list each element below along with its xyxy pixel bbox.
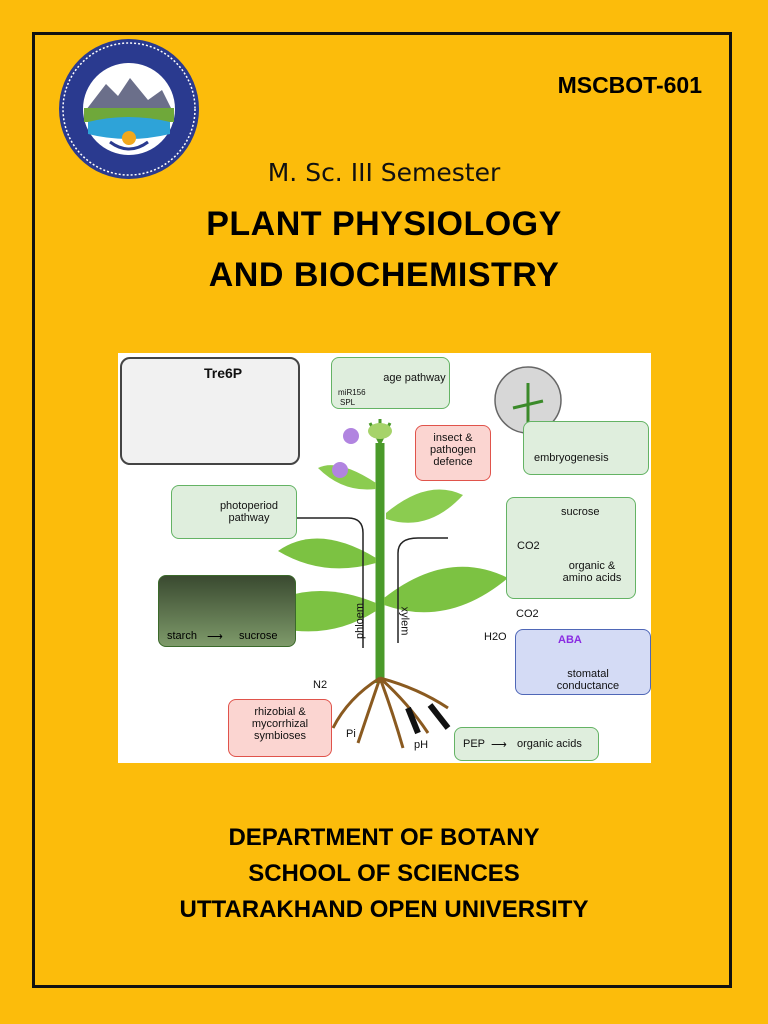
stomatal-label: stomatal conductance	[556, 668, 620, 692]
sucrose-organic-box: sucrose CO2 organic & amino acids	[506, 497, 636, 599]
photoperiod-box: photoperiod pathway	[171, 485, 297, 539]
age-pathway-box: age pathway miR156 SPL	[331, 357, 450, 409]
insect-defence-box: insect & pathogen defence	[415, 425, 491, 481]
phloem-label: phloem	[354, 602, 367, 640]
starch-sucrose-box: starch ⟶ sucrose	[158, 575, 296, 647]
department-name: DEPARTMENT OF BOTANY	[228, 824, 540, 851]
arrow-icon: ⟶	[207, 631, 223, 643]
symbioses-box: rhizobial & mycorrhizal symbioses	[228, 699, 332, 757]
school-name: SCHOOL OF SCIENCES	[248, 860, 520, 887]
insect-defence-label: insect & pathogen defence	[430, 432, 476, 468]
aba-stomatal-box: ABA stomatal conductance	[515, 629, 651, 695]
course-code: MSCBOT-601	[557, 72, 702, 98]
embryogenesis-box: embryogenesis	[523, 421, 649, 475]
sucrose-label: sucrose	[561, 506, 600, 518]
starch-label: starch	[167, 630, 197, 642]
ph-label: pH	[414, 739, 429, 751]
h2o-label: H2O	[484, 631, 507, 643]
plant-physiology-illustration: Tre6P age pathway miR156 SPL insect & pa…	[118, 353, 651, 763]
mir156-label: miR156	[338, 388, 366, 397]
pep-organic-label: organic acids	[517, 738, 582, 750]
aba-label: ABA	[558, 634, 582, 646]
symbioses-label: rhizobial & mycorrhizal symbioses	[251, 706, 309, 742]
spl-label: SPL	[340, 398, 356, 407]
tre6p-label: Tre6P	[204, 365, 243, 381]
university-seal-logo	[59, 39, 199, 179]
university-name: UTTARAKHAND OPEN UNIVERSITY	[179, 896, 589, 923]
xylem-label: xylem	[398, 606, 411, 636]
pep-box: PEP ⟶ organic acids	[454, 727, 599, 761]
semester-label: M. Sc. III Semester	[267, 158, 501, 187]
starch-sucrose-label: sucrose	[239, 630, 278, 642]
n2-label: N2	[313, 679, 328, 691]
tre6p-structure-box: Tre6P	[120, 357, 300, 465]
age-pathway-label: age pathway	[383, 372, 446, 384]
co2-exchange-label: CO2	[516, 608, 539, 620]
co2-label: CO2	[517, 540, 540, 552]
pep-label: PEP	[463, 738, 486, 750]
organic-acids-label: organic & amino acids	[562, 560, 622, 584]
arrow-icon: ⟶	[491, 739, 507, 751]
title-line-1: PLANT PHYSIOLOGY	[206, 205, 562, 243]
pi-label: Pi	[346, 728, 356, 740]
title-line-2: AND BIOCHEMISTRY	[208, 256, 560, 294]
page-border	[32, 32, 732, 988]
photoperiod-label: photoperiod pathway	[219, 500, 279, 524]
embryogenesis-label: embryogenesis	[534, 452, 609, 464]
